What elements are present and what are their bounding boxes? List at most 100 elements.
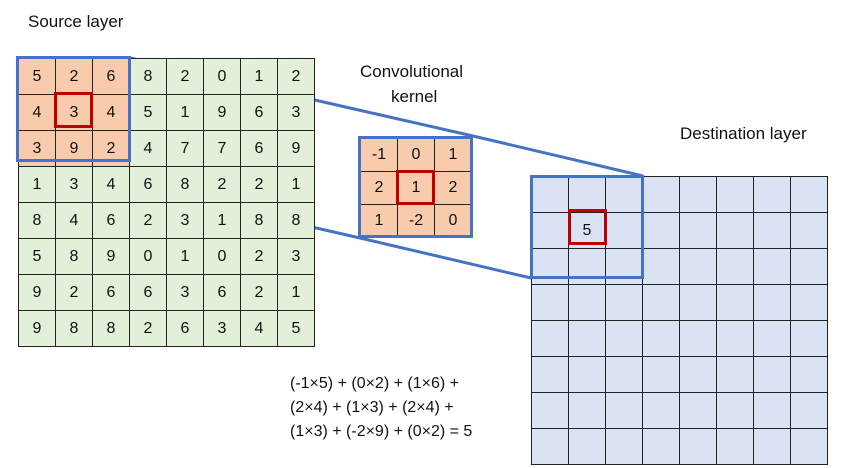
source-cell: 6 <box>240 130 278 167</box>
connector-bottom-dest <box>359 236 532 280</box>
kernel-cell: 0 <box>397 138 435 172</box>
kernel-cell: -2 <box>397 204 435 238</box>
destination-cell <box>790 248 828 285</box>
formula-line-2: (2×4) + (1×3) + (2×4) + <box>290 399 454 416</box>
source-cell: 6 <box>166 310 204 347</box>
destination-cell <box>642 428 680 465</box>
destination-cell <box>716 248 754 285</box>
destination-cell <box>605 320 643 357</box>
destination-cell <box>568 176 606 213</box>
source-cell: 6 <box>240 94 278 131</box>
source-center-outline <box>54 92 93 128</box>
source-cell: 3 <box>166 274 204 311</box>
destination-row <box>531 284 828 321</box>
source-cell: 6 <box>129 274 167 311</box>
source-cell: 0 <box>203 238 241 275</box>
formula-line-1: (-1×5) + (0×2) + (1×6) + <box>290 375 459 392</box>
source-cell: 4 <box>92 166 130 203</box>
destination-cell <box>716 392 754 429</box>
destination-cell <box>679 320 717 357</box>
destination-cell <box>642 320 680 357</box>
destination-cell <box>790 284 828 321</box>
destination-cell <box>531 320 569 357</box>
source-cell: 8 <box>55 310 93 347</box>
destination-cell <box>753 248 791 285</box>
source-cell: 8 <box>129 58 167 95</box>
kernel-outline <box>358 136 473 238</box>
source-cell: 6 <box>92 202 130 239</box>
destination-cell <box>679 176 717 213</box>
source-layer-label: Source layer <box>28 12 124 31</box>
destination-cell <box>753 356 791 393</box>
destination-cell <box>716 428 754 465</box>
destination-cell <box>605 392 643 429</box>
source-cell: 4 <box>129 130 167 167</box>
formula-line-3: (1×3) + (-2×9) + (0×2) = 5 <box>290 423 473 440</box>
destination-cell <box>790 176 828 213</box>
destination-cell <box>642 356 680 393</box>
source-cell: 9 <box>92 238 130 275</box>
destination-cell <box>753 176 791 213</box>
source-cell: 2 <box>203 166 241 203</box>
destination-cell <box>790 392 828 429</box>
destination-cell <box>642 392 680 429</box>
destination-cell <box>753 428 791 465</box>
kernel-center-outline <box>396 170 435 205</box>
destination-cell <box>679 392 717 429</box>
destination-cell <box>753 320 791 357</box>
source-cell: 5 <box>18 238 56 275</box>
destination-cell <box>531 176 569 213</box>
source-cell: 2 <box>240 166 278 203</box>
source-cell: 2 <box>166 58 204 95</box>
destination-cell <box>642 284 680 321</box>
kernel-cell: 1 <box>434 138 472 172</box>
destination-cell <box>716 356 754 393</box>
destination-cell <box>642 176 680 213</box>
destination-row <box>531 176 828 213</box>
destination-cell <box>753 284 791 321</box>
source-cell: 1 <box>240 58 278 95</box>
source-cell: 1 <box>277 166 315 203</box>
destination-cell <box>568 320 606 357</box>
destination-cell <box>642 212 680 249</box>
destination-cell <box>642 248 680 285</box>
source-cell: 5 <box>18 58 56 95</box>
destination-cell <box>716 284 754 321</box>
destination-cell <box>679 248 717 285</box>
source-cell: 6 <box>203 274 241 311</box>
source-cell: 2 <box>129 202 167 239</box>
destination-cell <box>679 284 717 321</box>
source-cell: 9 <box>277 130 315 167</box>
destination-cell <box>716 320 754 357</box>
source-cell: 9 <box>203 94 241 131</box>
destination-row <box>531 356 828 393</box>
destination-cell <box>605 356 643 393</box>
destination-cell <box>679 212 717 249</box>
destination-cell <box>568 356 606 393</box>
destination-cell <box>753 392 791 429</box>
source-cell: 8 <box>55 238 93 275</box>
destination-cell <box>568 392 606 429</box>
source-cell: 0 <box>203 58 241 95</box>
destination-row <box>531 392 828 429</box>
source-cell: 7 <box>203 130 241 167</box>
source-cell: 3 <box>55 166 93 203</box>
kernel-label-line2: kernel <box>391 87 438 106</box>
source-cell: 9 <box>18 274 56 311</box>
kernel-cell: 0 <box>434 204 472 238</box>
source-cell: 8 <box>277 202 315 239</box>
destination-cell <box>605 284 643 321</box>
destination-cell <box>531 392 569 429</box>
destination-cell <box>790 212 828 249</box>
destination-window-outline <box>530 175 644 279</box>
source-cell: 8 <box>166 166 204 203</box>
source-cell: 4 <box>240 310 278 347</box>
